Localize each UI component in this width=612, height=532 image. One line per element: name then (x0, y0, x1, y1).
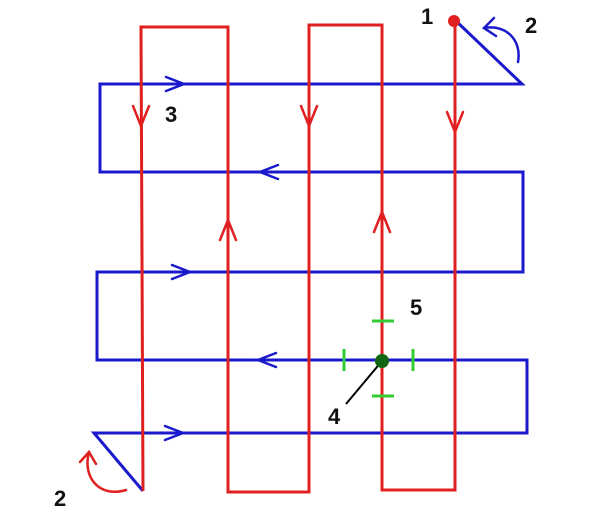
leader-line (345, 360, 383, 405)
offset-marks (342, 319, 415, 398)
horizontal-path-arrows (163, 75, 280, 442)
arrowhead-icon (372, 208, 392, 234)
arrowhead-icon (131, 104, 151, 130)
label-offset-marks: 5 (410, 295, 422, 320)
curved-arrow-icon (482, 16, 520, 64)
arrowhead-icon (164, 75, 188, 93)
arrowhead-icon (218, 216, 238, 242)
label-horizontal-pass: 3 (165, 102, 177, 127)
vertical-path-arrows (131, 104, 465, 242)
arrowhead-icon (256, 163, 280, 181)
curved-arrow-icon (78, 449, 128, 493)
label-start-point: 1 (421, 4, 433, 29)
arrowhead-icon (163, 424, 187, 442)
start-point-dot (448, 15, 460, 27)
label-intersection-point: 4 (328, 404, 341, 429)
label-turn-bottom: 2 (54, 486, 66, 511)
label-turn-top: 2 (525, 13, 537, 38)
vertical-path (139, 20, 457, 494)
intersection-point-dot (375, 354, 389, 368)
arrowhead-icon (170, 263, 194, 281)
arrowhead-icon (445, 110, 465, 136)
arrowhead-icon (299, 104, 319, 130)
arrowhead-icon (254, 351, 278, 369)
